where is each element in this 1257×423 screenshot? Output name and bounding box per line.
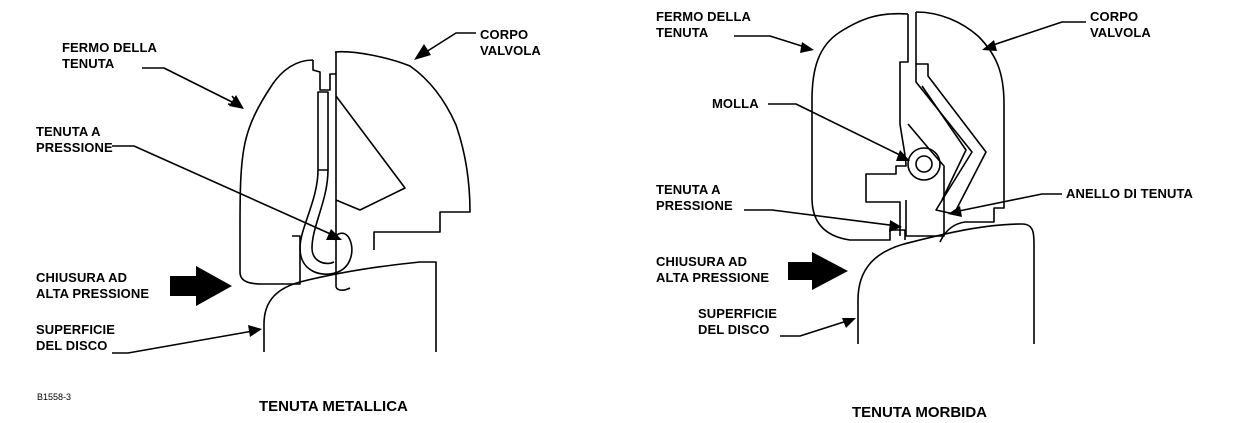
soft-leaders [734, 21, 1086, 337]
leader-metal-body [425, 32, 476, 53]
arrowhead-soft-body [982, 40, 997, 51]
metal-valve-body-label: CORPO VALVOLA [480, 27, 541, 58]
metal-body-inner-wall [335, 52, 351, 291]
metal-seal-retainer-label: FERMO DELLA TENUTA [62, 40, 157, 71]
soft-retainer-slot [865, 14, 909, 236]
leader-soft-body [989, 21, 1086, 47]
leader-soft-spring [768, 103, 907, 159]
soft-high-pressure-arrow [788, 252, 848, 290]
soft-seal-channel [915, 63, 987, 215]
metal-arrowheads [229, 44, 431, 337]
metal-leaders [112, 32, 476, 354]
arrowhead-soft-ring [948, 206, 962, 217]
soft-seal-ring-shape [905, 123, 945, 237]
metal-pressure-seal-curl [299, 169, 353, 275]
metal-seal-caption: TENUTA METALLICA [259, 398, 408, 415]
metal-disc-shape [263, 261, 437, 352]
metal-high-pressure-arrow [170, 266, 232, 306]
metal-body-wedge [335, 95, 406, 211]
leader-soft-ring [953, 193, 1062, 213]
arrowhead-metal-retainer-fill [229, 95, 244, 109]
soft-seal-retainer-label: FERMO DELLA TENUTA [656, 9, 751, 40]
soft-spring-label: MOLLA [712, 96, 759, 111]
metal-retainer-step [312, 60, 336, 91]
arrowhead-metal-disc [248, 325, 262, 337]
leader-metal-pressure [112, 145, 336, 237]
soft-seal-retainer-shape [811, 12, 909, 241]
arrowhead-soft-disc [842, 318, 856, 328]
metal-high-pressure-label: CHIUSURA AD ALTA PRESSIONE [36, 270, 150, 301]
soft-disc-shape [857, 223, 1035, 344]
arrowhead-soft-retainer [800, 42, 814, 53]
leader-soft-disc [780, 319, 851, 337]
soft-disc-surface-label: SUPERFICIE DEL DISCO [698, 306, 778, 337]
leader-soft-retainer [734, 35, 809, 49]
metal-disc-surface-label: SUPERFICIE DEL DISCO [36, 322, 116, 353]
soft-valve-body-label: CORPO VALVOLA [1090, 9, 1151, 40]
leader-soft-pressure [744, 209, 898, 227]
leader-metal-retainer [142, 67, 241, 107]
metal-pressure-seal-shape [317, 91, 329, 171]
soft-high-pressure-label: CHIUSURA AD ALTA PRESSIONE [656, 254, 770, 285]
soft-seal-drawing [811, 11, 1035, 344]
soft-pressure-seal-label: TENUTA A PRESSIONE [656, 182, 733, 213]
metal-seal-drawing [239, 50, 471, 352]
soft-arrowheads [800, 40, 997, 328]
arrowhead-soft-spring [896, 150, 910, 161]
soft-seal-ring-label: ANELLO DI TENUTA [1066, 186, 1194, 201]
metal-pressure-seal-label: TENUTA A PRESSIONE [36, 124, 113, 155]
arrowhead-metal-pressure [326, 229, 342, 240]
soft-spring-inner [915, 155, 933, 173]
soft-valve-body-shape [915, 11, 1005, 243]
figure-code: B1558-3 [37, 392, 72, 402]
soft-seal-caption: TENUTA MORBIDA [852, 404, 987, 421]
metal-seal-retainer-shape [239, 59, 314, 285]
leader-metal-disc [112, 330, 254, 354]
soft-seal-channel-inner [921, 85, 967, 201]
arrowhead-soft-pressure [889, 220, 902, 232]
metal-valve-body-shape [334, 50, 471, 250]
soft-spring-outer [907, 147, 941, 181]
arrowhead-metal-body [414, 44, 431, 60]
